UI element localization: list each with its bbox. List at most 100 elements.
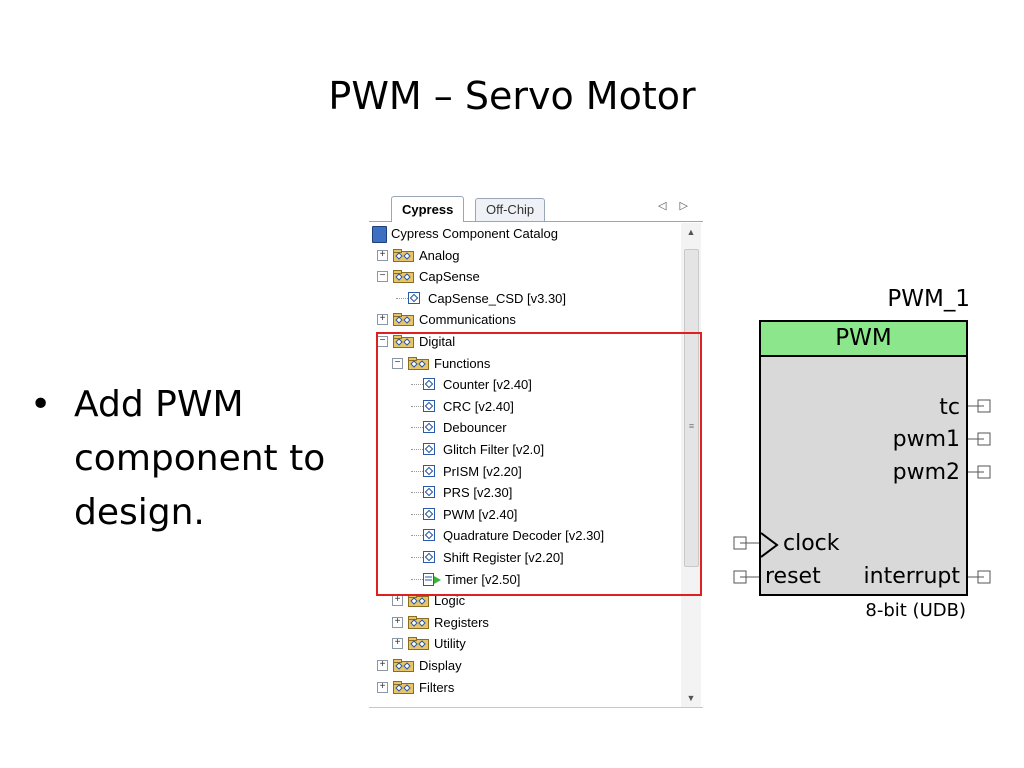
- scroll-down-icon[interactable]: ▼: [686, 693, 696, 703]
- tree-item-label: Quadrature Decoder [v2.30]: [443, 528, 605, 544]
- scroll-thumb[interactable]: ≡: [684, 249, 699, 567]
- component-icon: [423, 443, 435, 455]
- component-folder-icon: [393, 313, 414, 327]
- collapse-icon[interactable]: −: [377, 271, 388, 283]
- tree-connector-line: [411, 513, 423, 515]
- pin-interrupt-label: interrupt: [863, 564, 960, 589]
- component-folder-icon: [408, 637, 429, 651]
- component-icon: [423, 551, 435, 563]
- tree-item[interactable]: Shift Register [v2.20]: [369, 547, 681, 568]
- tree-item-label: CapSense: [419, 269, 480, 285]
- tree-item[interactable]: + Display: [369, 655, 681, 676]
- tab-cypress[interactable]: Cypress: [391, 196, 465, 222]
- component-catalog-panel: Cypress Off-Chip ◁ ▷ Cypress Component C…: [369, 195, 703, 708]
- catalog-tab-bar: Cypress Off-Chip ◁ ▷: [369, 195, 703, 222]
- vertical-scrollbar[interactable]: ▲ ≡ ▼: [681, 223, 701, 707]
- expand-icon[interactable]: +: [377, 314, 388, 326]
- tree-item-label: Counter [v2.40]: [443, 377, 532, 393]
- component-icon: [423, 399, 435, 412]
- tree-item-label: Display: [419, 658, 462, 673]
- tab-off-chip[interactable]: Off-Chip: [475, 198, 546, 221]
- tree-item[interactable]: + Utility: [369, 633, 681, 654]
- component-folder-icon: [408, 615, 429, 629]
- component-icon: [423, 529, 435, 542]
- tree-item-label: Logic: [434, 593, 466, 609]
- bullet-text: Add PWM component to design.: [74, 384, 326, 533]
- tree-item-label: Functions: [434, 355, 491, 371]
- tree-item[interactable]: CapSense_CSD [v3.30]: [369, 288, 681, 309]
- tree-item-label: CRC [v2.40]: [443, 398, 514, 414]
- component-tree: Cypress Component Catalog +Analog − CapSens…: [369, 223, 681, 707]
- tree-connector-line: [411, 535, 423, 537]
- pin-pwm2-label: pwm2: [892, 460, 960, 485]
- tree-item-label: Debouncer: [443, 420, 507, 436]
- tree-item-label: Glitch Filter [v2.0]: [443, 442, 545, 457]
- tree-item[interactable]: + Registers: [369, 612, 681, 633]
- component-folder-icon: [393, 659, 414, 672]
- scroll-up-icon[interactable]: ▲: [686, 227, 696, 237]
- component-icon: [423, 464, 435, 477]
- tree-item[interactable]: PWM [v2.40]: [369, 504, 681, 525]
- component-icon: [423, 486, 435, 499]
- tree-item-label: Cypress Component Catalog: [391, 226, 558, 241]
- tree-item[interactable]: PrISM [v2.20]: [369, 461, 681, 482]
- tree-item[interactable]: Cypress Component Catalog: [369, 223, 681, 244]
- tree-item-label: Communications: [419, 312, 516, 328]
- expand-icon[interactable]: +: [377, 681, 388, 693]
- tree-item[interactable]: Quadrature Decoder [v2.30]: [369, 525, 681, 546]
- tree-item-label: CapSense_CSD [v3.30]: [428, 290, 567, 306]
- component-icon: [423, 507, 435, 520]
- tree-item[interactable]: − Functions: [369, 353, 681, 374]
- tree-connector-line: [411, 557, 423, 558]
- expand-icon[interactable]: +: [377, 249, 388, 261]
- tree-item-label: PRS [v2.30]: [443, 485, 513, 501]
- pwm-instance-name: PWM_1: [887, 286, 970, 312]
- component-icon: [423, 421, 435, 434]
- tree-item[interactable]: Counter [v2.40]: [369, 374, 681, 395]
- pin-connectors: [733, 399, 991, 584]
- digital-functions-highlight-box: [376, 332, 702, 596]
- catalog-book-icon: [372, 226, 387, 243]
- component-folder-icon: [393, 248, 414, 262]
- tree-connector-line: [411, 449, 423, 450]
- clock-input-triangle-icon: [761, 532, 779, 558]
- tree-item[interactable]: − CapSense: [369, 266, 681, 287]
- pwm-subtitle: 8-bit (UDB): [865, 600, 966, 621]
- expand-icon[interactable]: +: [392, 616, 403, 628]
- tree-item[interactable]: −Digital: [369, 331, 681, 352]
- tree-item-label: PrISM [v2.20]: [443, 463, 522, 479]
- tree-item[interactable]: Glitch Filter [v2.0]: [369, 439, 681, 460]
- tree-connector-line: [411, 470, 423, 472]
- slide-title: PWM – Servo Motor: [328, 74, 696, 118]
- pin-tc-label: tc: [939, 395, 960, 420]
- component-folder-icon: [393, 335, 414, 348]
- tree-item[interactable]: + Logic: [369, 590, 681, 611]
- bullet-marker: •: [30, 384, 52, 425]
- tree-connector-line: [411, 492, 423, 494]
- tree-item[interactable]: +Analog: [369, 245, 681, 266]
- tree-item[interactable]: Timer [v2.50]: [369, 569, 681, 590]
- component-folder-icon: [393, 680, 414, 694]
- pwm-component-symbol[interactable]: PWM tc pwm1 pwm2 clock reset interrupt: [759, 320, 968, 596]
- pin-clock-label: clock: [783, 531, 840, 556]
- expand-icon[interactable]: +: [377, 660, 388, 671]
- expand-icon[interactable]: +: [392, 638, 403, 650]
- tree-item-label: Timer [v2.50]: [445, 571, 521, 587]
- tree-connector-line: [411, 405, 423, 407]
- expand-icon[interactable]: +: [392, 595, 403, 607]
- tree-item[interactable]: + Communications: [369, 309, 681, 330]
- tree-item[interactable]: Debouncer: [369, 417, 681, 438]
- tree-connector-line: [411, 427, 423, 429]
- tree-item[interactable]: +Filters: [369, 677, 681, 698]
- component-icon: [408, 291, 420, 304]
- tree-item-label: Registers: [434, 614, 489, 630]
- tree-item[interactable]: PRS [v2.30]: [369, 482, 681, 503]
- tab-scroll-arrows-icon[interactable]: ◁ ▷: [658, 200, 693, 212]
- pwm-symbol-header: PWM: [761, 322, 966, 357]
- tree-item[interactable]: CRC [v2.40]: [369, 396, 681, 417]
- timer-component-icon: [423, 572, 441, 586]
- component-folder-icon: [408, 356, 429, 370]
- pin-pwm1-label: pwm1: [892, 427, 960, 452]
- tree-item-label: Utility: [434, 636, 466, 652]
- collapse-icon[interactable]: −: [392, 357, 403, 369]
